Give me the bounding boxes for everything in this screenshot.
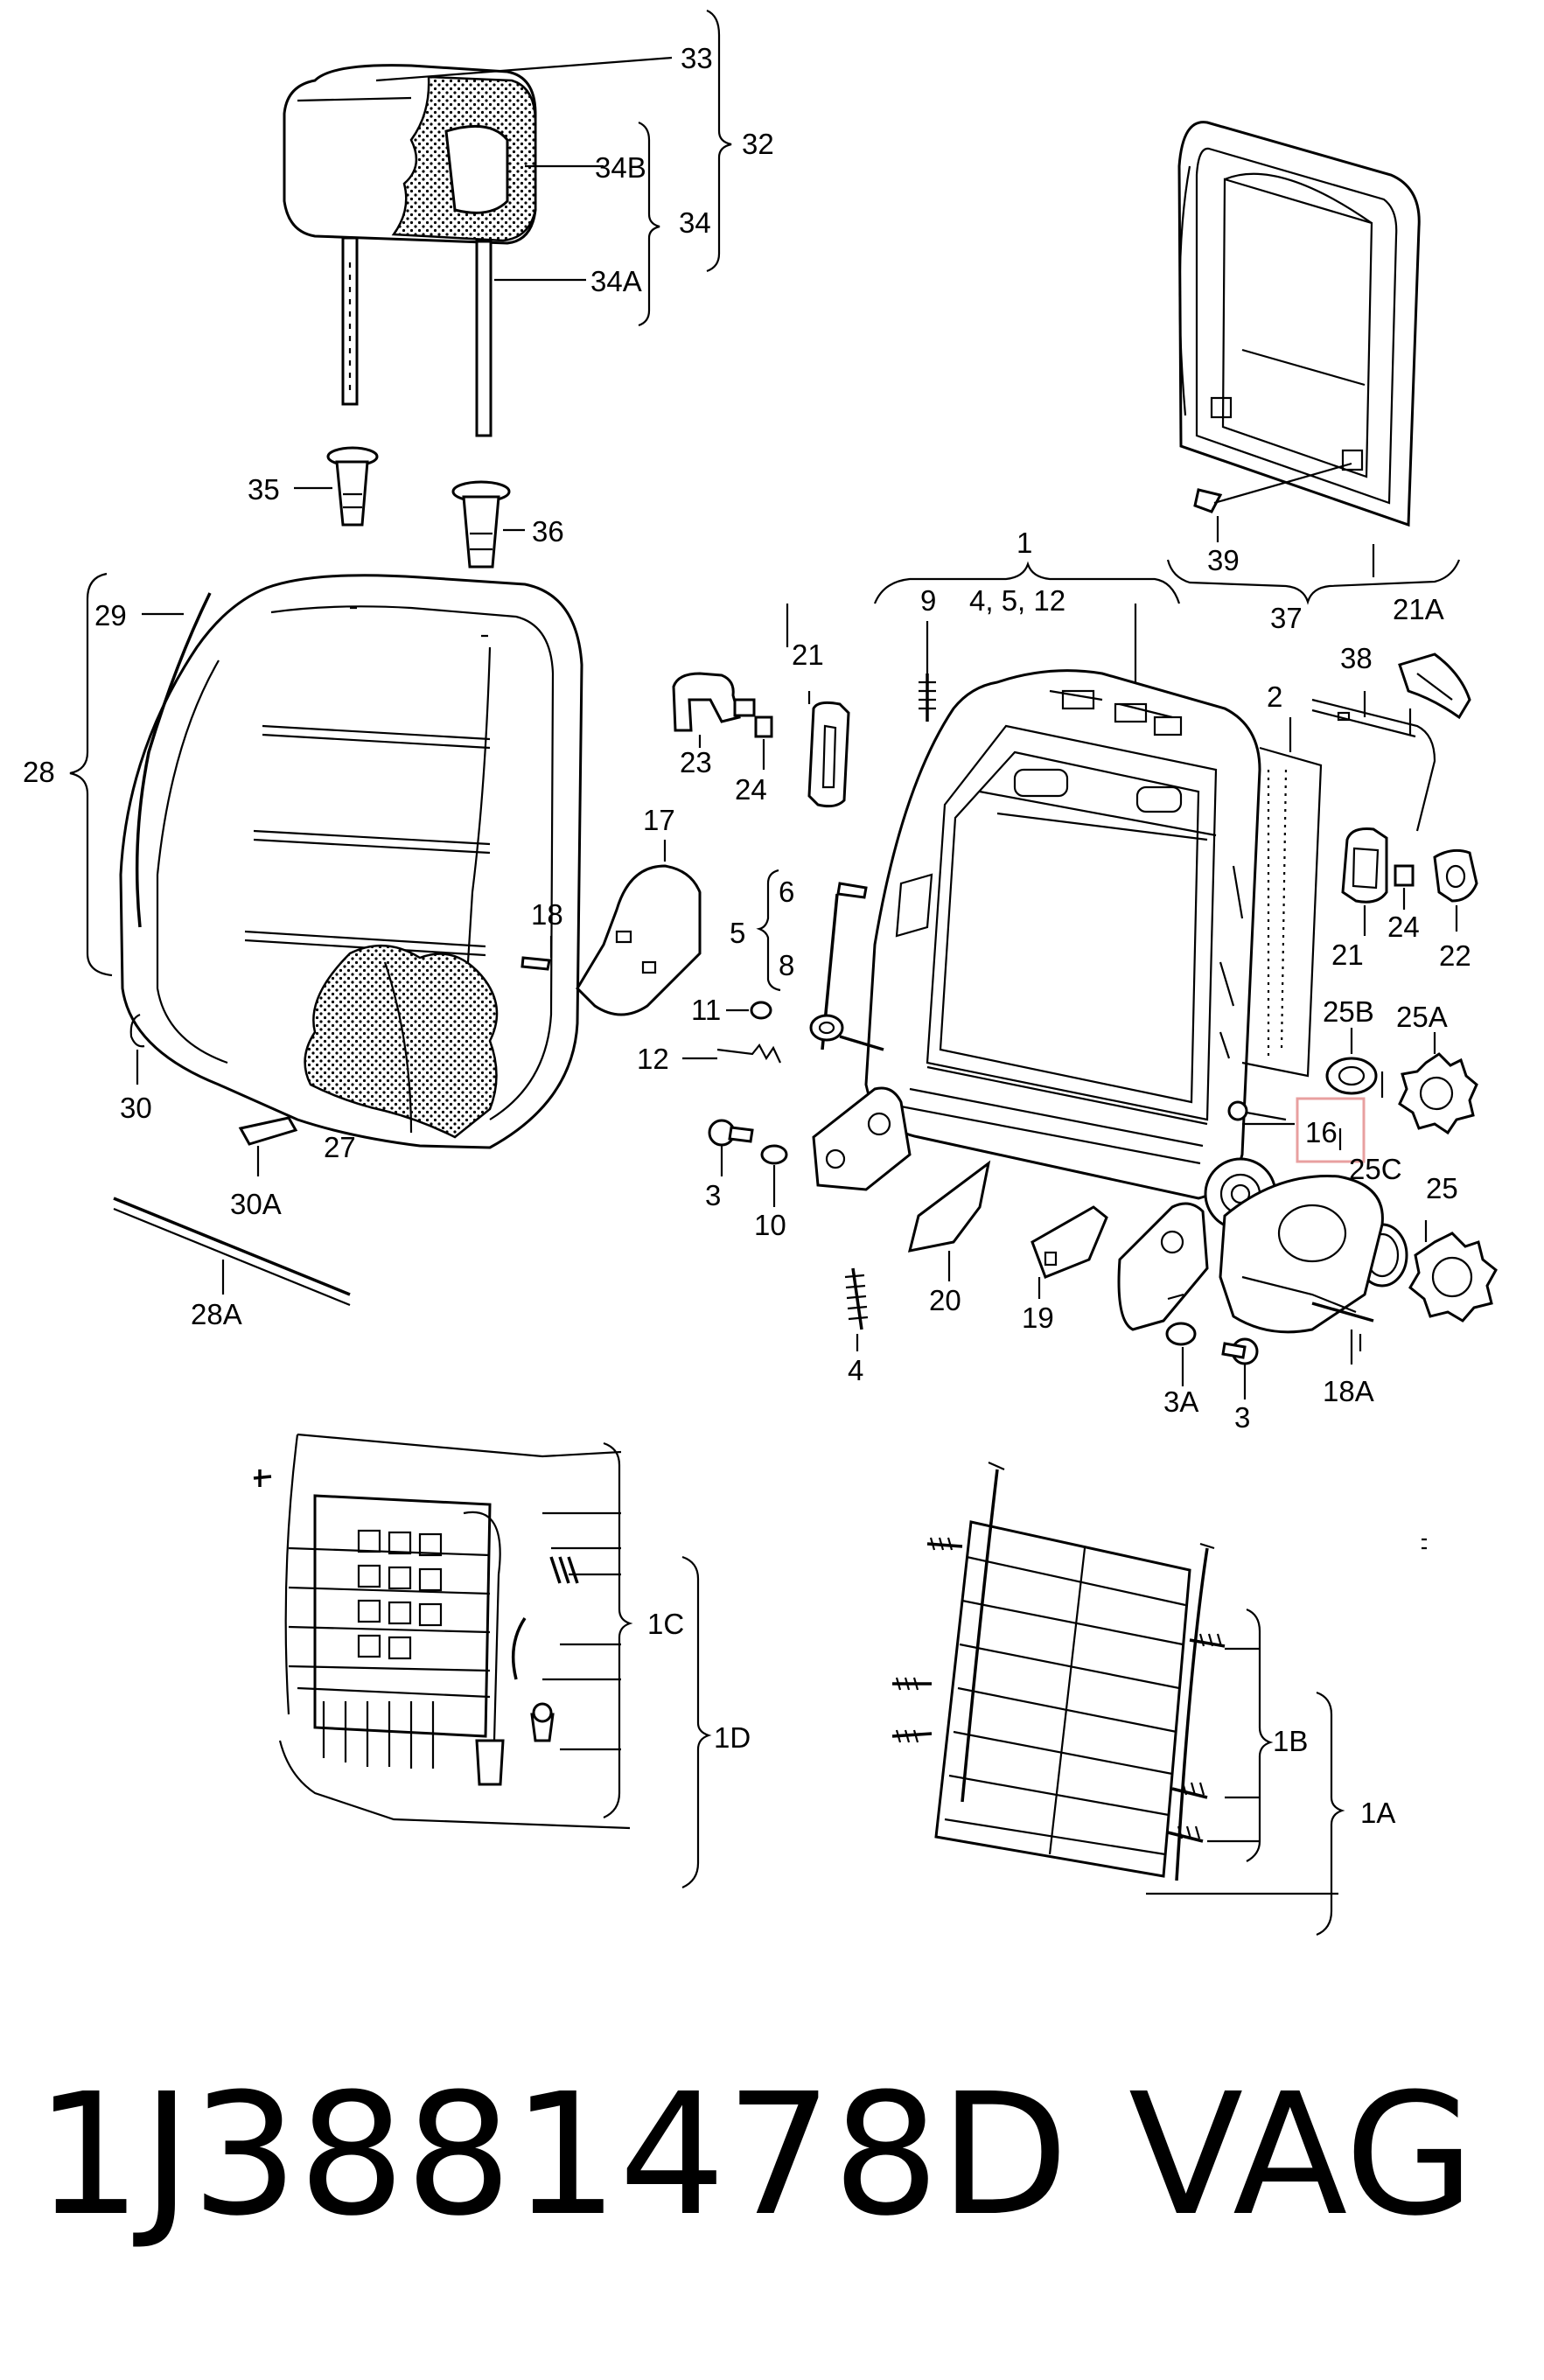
callout-38: 38 xyxy=(1340,642,1373,674)
headrest-leaders xyxy=(294,9,732,532)
callout-19: 19 xyxy=(1022,1302,1054,1334)
rod-28A xyxy=(113,1197,351,1296)
callout-36: 36 xyxy=(532,515,564,548)
callout-27: 27 xyxy=(324,1131,356,1163)
callout-3A: 3A xyxy=(1163,1385,1198,1418)
callout-25B: 25B xyxy=(1323,995,1374,1028)
callout-17: 17 xyxy=(643,804,675,836)
callout-11: 11 xyxy=(691,994,721,1026)
callout-24: 24 xyxy=(735,773,767,806)
callout-23: 23 xyxy=(680,746,712,778)
callout-1C: 1C xyxy=(647,1608,684,1640)
highlight-box xyxy=(1296,1097,1366,1163)
callout-22: 22 xyxy=(1439,939,1471,972)
callout-20: 20 xyxy=(929,1284,961,1316)
callout-25: 25 xyxy=(1426,1172,1458,1204)
callout-4-5-12: 4, 5, 12 xyxy=(969,584,1065,617)
clip-39 xyxy=(1193,488,1223,513)
callout-34: 34 xyxy=(679,206,711,239)
callout-5: 5 xyxy=(730,917,745,949)
callout-21: 21 xyxy=(792,639,824,671)
callout-4: 4 xyxy=(848,1354,863,1386)
lumbar-support-assembly xyxy=(253,1433,712,1889)
callout-2: 2 xyxy=(1267,680,1282,713)
brace-28 xyxy=(69,572,113,977)
callout-21-right: 21 xyxy=(1331,939,1364,971)
callout-3: 3 xyxy=(705,1179,721,1211)
callout-32: 32 xyxy=(742,128,774,160)
callout-29: 29 xyxy=(94,599,127,632)
clip-30 xyxy=(129,1013,145,1048)
callout-21A: 21A xyxy=(1393,593,1444,625)
clip-30A xyxy=(238,1116,298,1146)
callout-28: 28 xyxy=(23,756,55,788)
back-panel xyxy=(1166,121,1461,605)
callout-33: 33 xyxy=(681,42,713,74)
callout-8: 8 xyxy=(779,949,794,981)
callout-39: 39 xyxy=(1207,544,1240,576)
callout-1A: 1A xyxy=(1360,1797,1395,1829)
callout-34B: 34B xyxy=(595,151,646,184)
callout-30A: 30A xyxy=(230,1188,282,1220)
callout-25C: 25C xyxy=(1349,1153,1402,1185)
headrest-guides xyxy=(326,446,511,569)
callout-25A: 25A xyxy=(1396,1001,1448,1033)
callout-28A: 28A xyxy=(191,1298,242,1330)
callout-1D: 1D xyxy=(714,1721,751,1754)
callout-labels: 33 32 34B 34 34A 35 36 29 28 30 27 30A 2… xyxy=(23,42,1471,1829)
callout-1B: 1B xyxy=(1273,1725,1308,1757)
callout-12: 12 xyxy=(637,1043,669,1075)
headrest xyxy=(283,64,537,437)
callout-6: 6 xyxy=(779,876,794,908)
callout-34A: 34A xyxy=(590,265,642,297)
callout-16: 16 xyxy=(1305,1116,1338,1148)
seat-frame xyxy=(864,669,1323,1231)
backrest-trim-wire xyxy=(135,592,212,928)
callout-18: 18 xyxy=(531,898,563,931)
callout-37: 37 xyxy=(1270,602,1303,634)
small-parts-right xyxy=(1117,653,1498,1399)
part-number: 1J3881478D xyxy=(35,2058,1069,2253)
callout-30: 30 xyxy=(120,1092,152,1124)
spring-mat-assembly xyxy=(891,1461,1427,1937)
backrest-cushion xyxy=(119,574,583,1149)
callout-24-right: 24 xyxy=(1387,911,1420,943)
callout-1: 1 xyxy=(1017,527,1032,559)
small-parts-left xyxy=(520,672,1108,1351)
callout-9: 9 xyxy=(920,584,936,617)
brand-name: VAG xyxy=(1128,2058,1475,2253)
callout-35: 35 xyxy=(248,473,280,506)
callout-10: 10 xyxy=(754,1209,786,1241)
callout-3-right: 3 xyxy=(1234,1401,1250,1434)
callout-18A: 18A xyxy=(1323,1375,1374,1407)
